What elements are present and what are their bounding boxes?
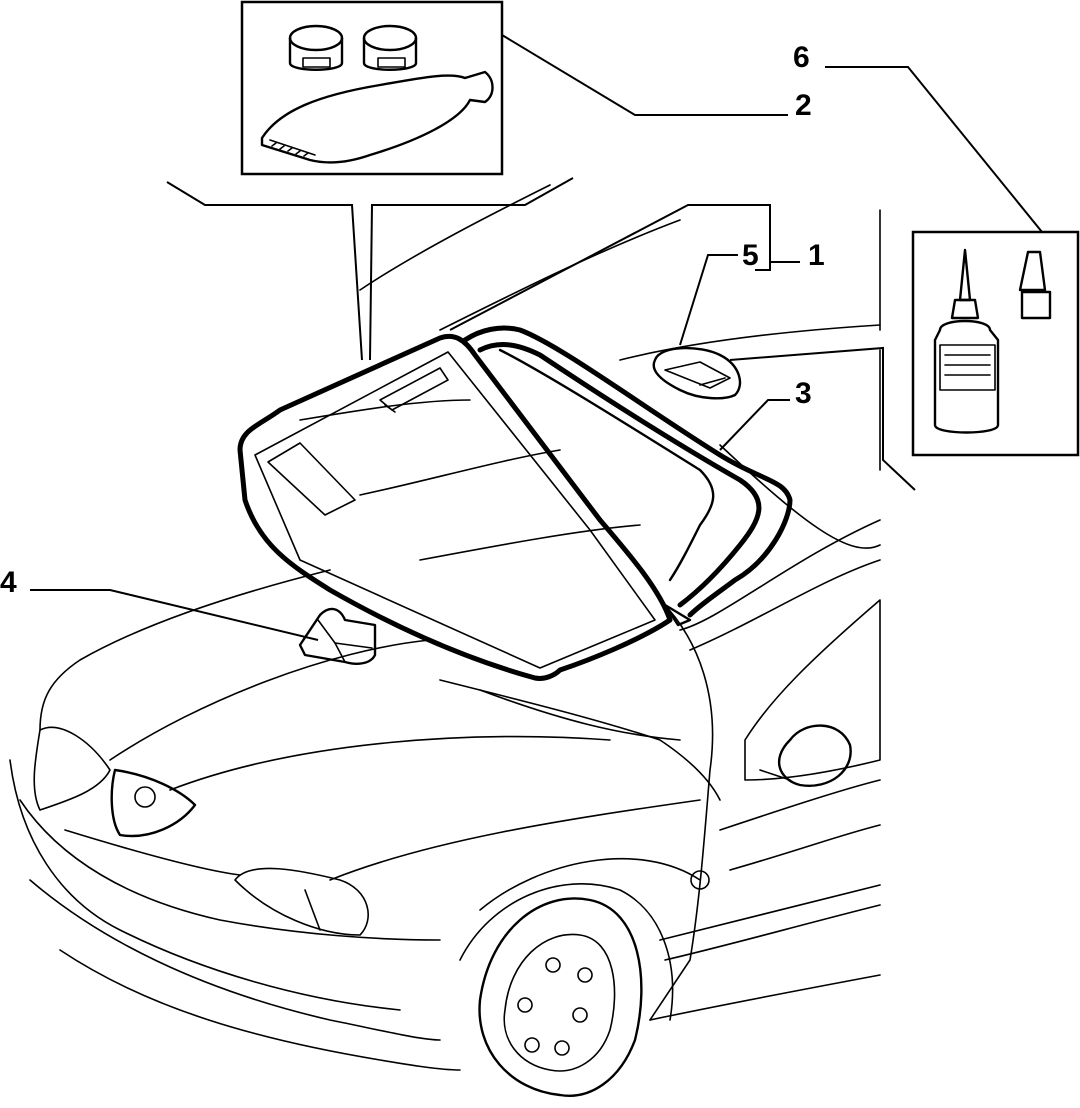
seal-icon: [462, 325, 793, 627]
callout-6: 6: [793, 41, 810, 74]
car-body-icon: [9, 184, 881, 1097]
callout-1: 1: [808, 239, 825, 272]
mirror-mount-icon: [652, 346, 742, 400]
callout-4: 4: [0, 566, 17, 599]
leader-lines: [30, 34, 1043, 641]
callout-5: 5: [742, 239, 759, 272]
primer-bottle-icon: [911, 230, 1080, 457]
callout-3: 3: [795, 377, 812, 410]
spacer-block-icon: [298, 607, 377, 665]
adhesive-kit-icon: [240, 0, 504, 176]
windscreen-icon: [237, 333, 673, 681]
callout-2: 2: [795, 89, 812, 122]
